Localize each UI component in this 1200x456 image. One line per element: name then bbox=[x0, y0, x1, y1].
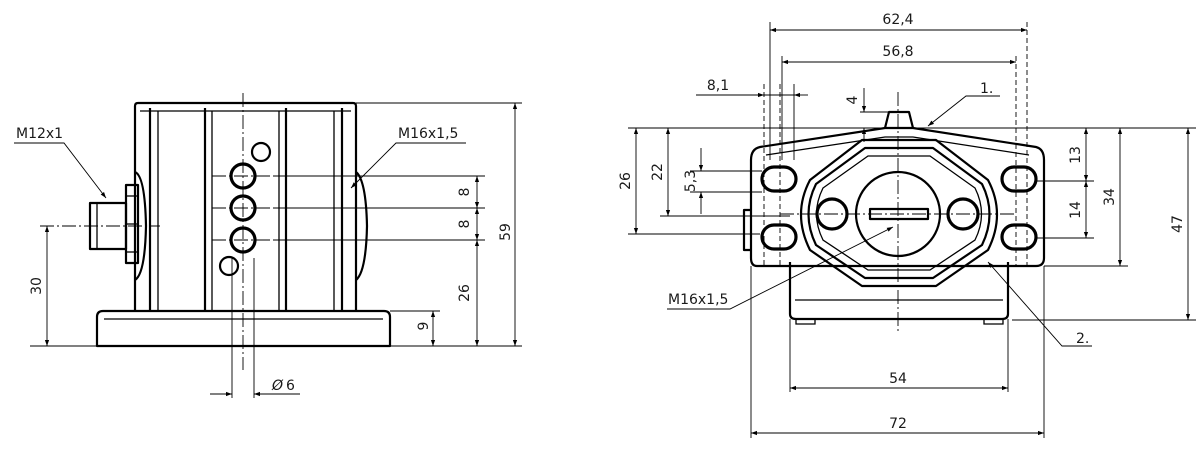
slot-top-left bbox=[760, 165, 798, 193]
label-dia6: 6 bbox=[286, 378, 295, 394]
slot-bottom-left bbox=[760, 223, 798, 251]
label-m12x1: M12x1 bbox=[16, 126, 63, 142]
right-base bbox=[788, 262, 1010, 321]
label-14: 14 bbox=[1068, 201, 1084, 219]
flange-outer bbox=[800, 138, 998, 288]
flange-inner bbox=[807, 146, 991, 280]
label-54: 54 bbox=[889, 371, 907, 387]
flange-seal bbox=[815, 155, 983, 271]
leader-m16-right bbox=[667, 226, 894, 310]
right-housing bbox=[749, 126, 1046, 268]
label-8b: 8 bbox=[457, 220, 473, 229]
label-callout-2: 2. bbox=[1076, 331, 1089, 347]
bore-top bbox=[250, 141, 272, 163]
left-housing bbox=[133, 101, 358, 311]
label-30: 30 bbox=[29, 277, 45, 295]
label-72: 72 bbox=[889, 416, 907, 432]
right-side-bulge bbox=[355, 171, 369, 281]
label-4: 4 bbox=[845, 95, 861, 104]
label-59: 59 bbox=[498, 223, 514, 241]
leader-callout-2 bbox=[987, 261, 1092, 347]
bore-bottom bbox=[218, 255, 240, 277]
label-callout-1: 1. bbox=[980, 81, 993, 97]
label-26-right: 26 bbox=[618, 172, 634, 190]
label-m16x15-left: M16x1,5 bbox=[398, 126, 458, 142]
right-view: 62,4 56,8 8,1 4 1. 2. 26 22 5,3 13 14 34… bbox=[618, 12, 1196, 438]
right-housing-inner-edge bbox=[765, 136, 1030, 156]
right-side-tab bbox=[742, 208, 751, 252]
leader-m12 bbox=[14, 142, 107, 199]
label-62-4: 62,4 bbox=[882, 12, 913, 28]
left-view: M12x1 M16x1,5 59 8 8 26 9 30 Ø 6 bbox=[14, 93, 522, 398]
slot-top-right bbox=[1000, 165, 1038, 193]
label-22: 22 bbox=[650, 163, 666, 181]
label-47: 47 bbox=[1170, 215, 1186, 233]
label-8-1: 8,1 bbox=[707, 78, 729, 94]
diameter-symbol: Ø bbox=[271, 378, 284, 394]
leader-m16-left bbox=[350, 142, 466, 189]
slot-bottom-right bbox=[1000, 223, 1038, 251]
label-26-left: 26 bbox=[457, 284, 473, 302]
left-base-plate bbox=[95, 309, 392, 348]
label-56-8: 56,8 bbox=[882, 44, 913, 60]
label-m16x15-right: M16x1,5 bbox=[668, 292, 728, 308]
label-9: 9 bbox=[416, 322, 432, 331]
right-base-foot bbox=[795, 319, 816, 325]
top-nub bbox=[883, 110, 915, 129]
right-base-foot bbox=[983, 319, 1004, 325]
label-8a: 8 bbox=[457, 188, 473, 197]
label-34: 34 bbox=[1102, 188, 1118, 206]
leader-callout-1 bbox=[927, 95, 1000, 127]
label-13: 13 bbox=[1068, 146, 1084, 164]
label-5-3: 5,3 bbox=[683, 170, 699, 192]
